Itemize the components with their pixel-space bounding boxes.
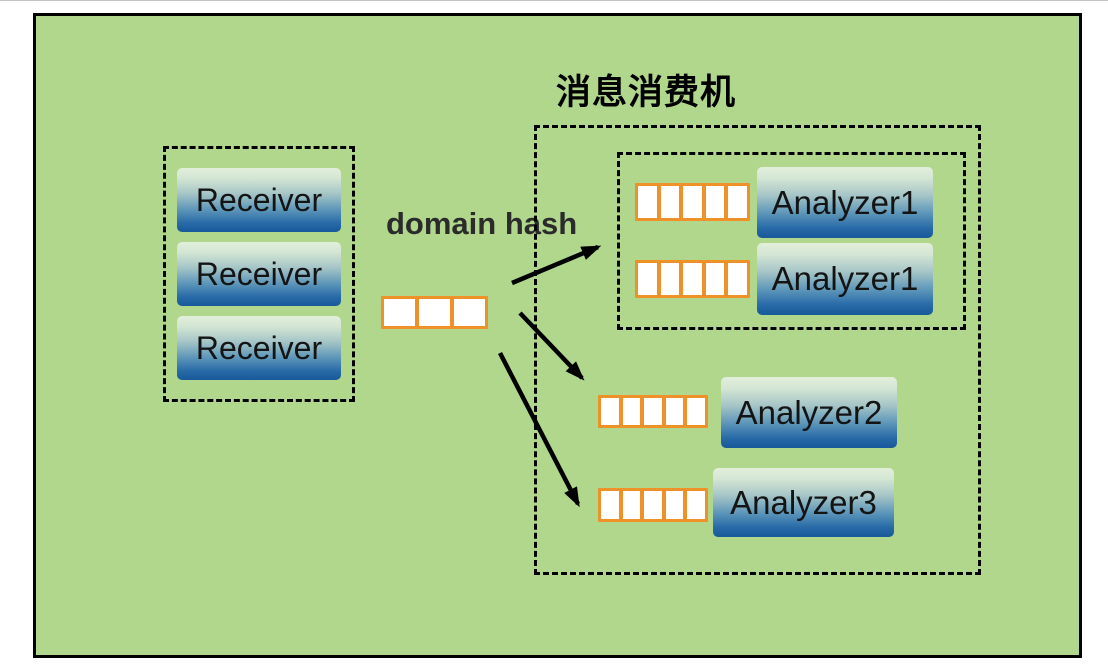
queue-cell xyxy=(660,263,680,295)
analyzer1-group xyxy=(617,152,966,330)
analyzer-label: Analyzer1 xyxy=(771,183,919,221)
queue-cell xyxy=(665,398,684,425)
queue-cell xyxy=(728,186,747,218)
diagram-title: 消息消费机 xyxy=(556,73,737,112)
receiver-group: Receiver Receiver Receiver xyxy=(163,146,355,402)
queue-cell xyxy=(601,491,619,519)
queue-cell xyxy=(638,186,657,218)
queue-cell xyxy=(384,299,415,326)
queue-cell xyxy=(728,263,747,295)
queue-cell xyxy=(705,263,725,295)
analyzer-box: Analyzer1 xyxy=(757,243,933,315)
receiver-box: Receiver xyxy=(177,242,341,306)
analyzer-box: Analyzer3 xyxy=(713,468,894,537)
queue-cell xyxy=(683,263,702,295)
queue-cell xyxy=(660,186,680,218)
queue-cell xyxy=(644,491,662,519)
queue-cell xyxy=(622,491,641,519)
queue-cell xyxy=(687,491,705,519)
analyzer-box: Analyzer1 xyxy=(757,167,933,238)
receiver-label: Receiver xyxy=(195,181,323,218)
analyzer-label: Analyzer3 xyxy=(730,483,877,521)
queue-cell xyxy=(705,186,725,218)
top-hairline xyxy=(0,0,1108,1)
queue-cell xyxy=(687,398,705,425)
analyzer-box: Analyzer2 xyxy=(721,377,897,448)
queue-cell xyxy=(644,398,662,425)
queue-cell xyxy=(665,491,684,519)
analyzer1-queue xyxy=(635,260,750,298)
queue-cell xyxy=(419,299,450,326)
queue-cell xyxy=(638,263,657,295)
receiver-box: Receiver xyxy=(177,168,341,232)
analyzer-label: Analyzer2 xyxy=(735,393,883,431)
receiver-label: Receiver xyxy=(195,255,323,292)
receiver-box: Receiver xyxy=(177,316,341,380)
analyzer3-queue xyxy=(598,488,708,522)
analyzer1-queue xyxy=(635,183,750,221)
analyzer-label: Analyzer1 xyxy=(771,260,919,297)
domain-hash-label: domain hash xyxy=(386,206,578,241)
queue-cell xyxy=(601,398,619,425)
queue-cell xyxy=(454,299,485,326)
receiver-label: Receiver xyxy=(195,329,323,366)
queue-cell xyxy=(683,186,702,218)
hash-queue xyxy=(381,296,488,329)
queue-cell xyxy=(622,398,641,425)
analyzer2-queue xyxy=(598,395,708,428)
